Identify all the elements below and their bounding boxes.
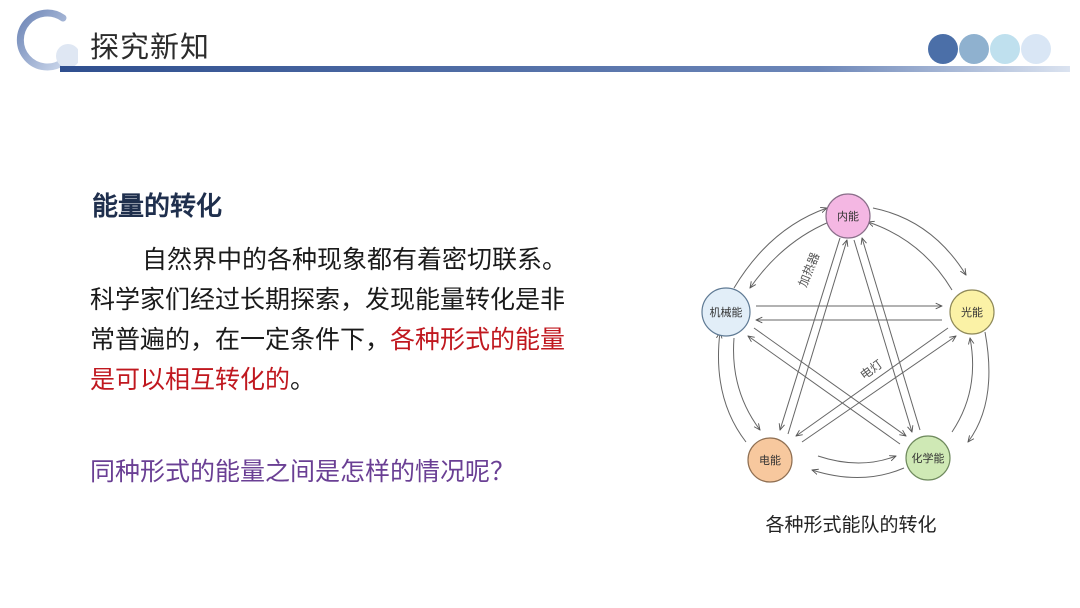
header-logo-ring (16, 9, 78, 71)
node-mechanical-energy: 机械能 (701, 287, 751, 337)
svg-text:内能: 内能 (837, 209, 859, 223)
label-heater: 加热器 (796, 250, 822, 289)
section-title: 能量的转化 (92, 192, 223, 222)
para-line-2: 科学家们经过长期探索，发现能量转化是非 (90, 285, 566, 314)
header-dot-3 (990, 34, 1020, 64)
node-electric-energy: 电能 (747, 437, 793, 483)
label-lamp: 电灯 (858, 357, 886, 382)
svg-text:化学能: 化学能 (912, 451, 945, 465)
para-line-1: 自然界中的各种现象都有着密切联系。 (142, 245, 568, 274)
node-chemical-energy: 化学能 (905, 435, 951, 481)
body-paragraph: 自然界中的各种现象都有着密切联系。 科学家们经过长期探索，发现能量转化是非 常普… (90, 240, 650, 400)
diagram-caption: 各种形式能队的转化 (765, 514, 937, 536)
inner-arrows (748, 238, 956, 445)
svg-text:电能: 电能 (759, 453, 781, 467)
para-line-3: 常普遍的，在一定条件下，各种形式的能量 (90, 325, 566, 354)
header-dot-4 (1021, 34, 1051, 64)
energy-conversion-diagram: 加热器 电灯 内能 光能 化学能 电能 机械能 (701, 193, 995, 483)
highlight-text-1: 各种形式的能量 (390, 325, 566, 354)
svg-text:机械能: 机械能 (710, 305, 743, 319)
highlight-text-2: 是可以相互转化的 (90, 365, 291, 394)
header-dot-2 (959, 34, 989, 64)
node-internal-energy: 内能 (825, 193, 871, 239)
header-divider (60, 66, 1070, 72)
page-title: 探究新知 (90, 30, 211, 64)
header-dots (928, 34, 1058, 66)
outer-arrows (718, 208, 990, 478)
svg-text:光能: 光能 (961, 305, 983, 319)
para-line-4: 是可以相互转化的。 (90, 365, 316, 394)
node-light-energy: 光能 (949, 289, 995, 335)
header-dot-1 (928, 34, 958, 64)
question-text: 同种形式的能量之间是怎样的情况呢？ (90, 457, 516, 486)
